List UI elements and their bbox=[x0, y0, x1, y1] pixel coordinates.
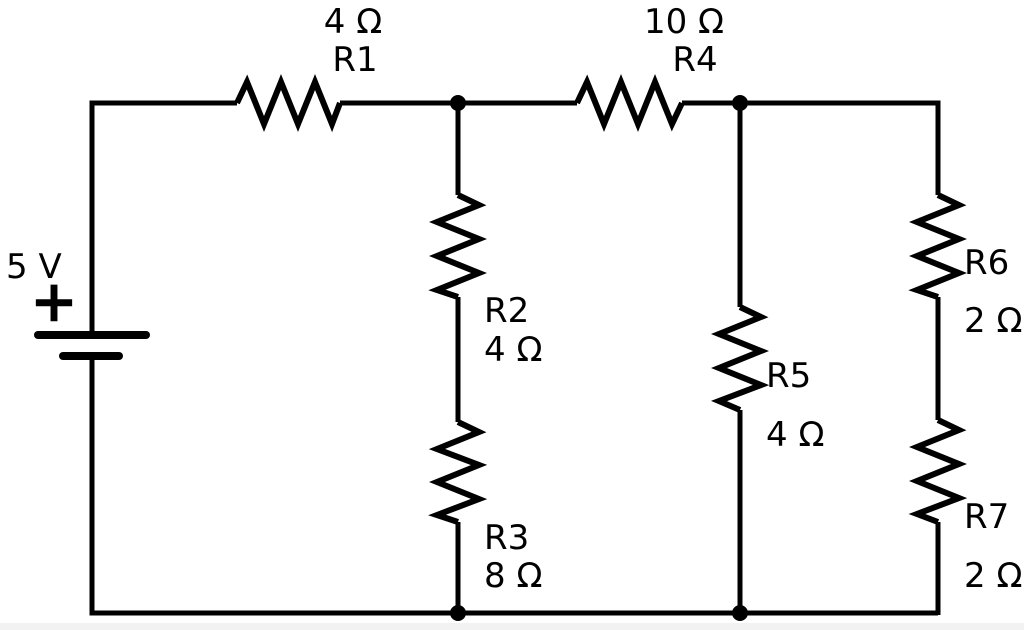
r5-value-label: 4 Ω bbox=[766, 415, 824, 455]
labels: 4 Ω R1 10 Ω R4 5 V + R2 4 Ω R3 8 Ω R5 4 … bbox=[6, 2, 1022, 596]
junction-dot bbox=[450, 605, 466, 621]
resistor-r7-icon bbox=[908, 417, 968, 525]
resistor-r1-icon bbox=[234, 74, 343, 133]
wire-left-top bbox=[89, 100, 237, 335]
r5-name-label: R5 bbox=[766, 356, 811, 396]
battery-plus-icon: + bbox=[31, 270, 76, 333]
junction-dot bbox=[732, 95, 748, 111]
r2-name-label: R2 bbox=[484, 291, 529, 331]
r7-value-label: 2 Ω bbox=[964, 556, 1022, 596]
r4-name-label: R4 bbox=[672, 40, 717, 80]
resistor-r5-icon bbox=[711, 304, 770, 413]
r2-value-label: 4 Ω bbox=[484, 330, 542, 370]
battery-voltage-label: 5 V bbox=[6, 247, 62, 287]
junction-dots bbox=[450, 95, 748, 621]
resistor-r4-icon bbox=[574, 74, 685, 132]
r3-name-label: R3 bbox=[484, 518, 529, 558]
resistor-r2-icon bbox=[428, 192, 487, 300]
r1-value-label: 4 Ω bbox=[324, 2, 382, 42]
wire-bottom-rail bbox=[89, 356, 938, 616]
r4-value-label: 10 Ω bbox=[644, 2, 724, 42]
r1-name-label: R1 bbox=[332, 40, 377, 80]
junction-dot bbox=[732, 605, 748, 621]
r7-name-label: R7 bbox=[964, 497, 1009, 537]
resistor-r6-icon bbox=[908, 192, 967, 300]
r6-name-label: R6 bbox=[964, 243, 1009, 283]
wire-top-right bbox=[682, 100, 941, 195]
battery-icon bbox=[34, 331, 150, 360]
bottom-edge-strip bbox=[0, 623, 1024, 630]
resistor-r3-icon bbox=[428, 419, 488, 525]
r3-value-label: 8 Ω bbox=[484, 556, 542, 596]
r6-value-label: 2 Ω bbox=[964, 301, 1022, 341]
junction-dot bbox=[450, 95, 466, 111]
resistor-symbols bbox=[234, 74, 968, 525]
